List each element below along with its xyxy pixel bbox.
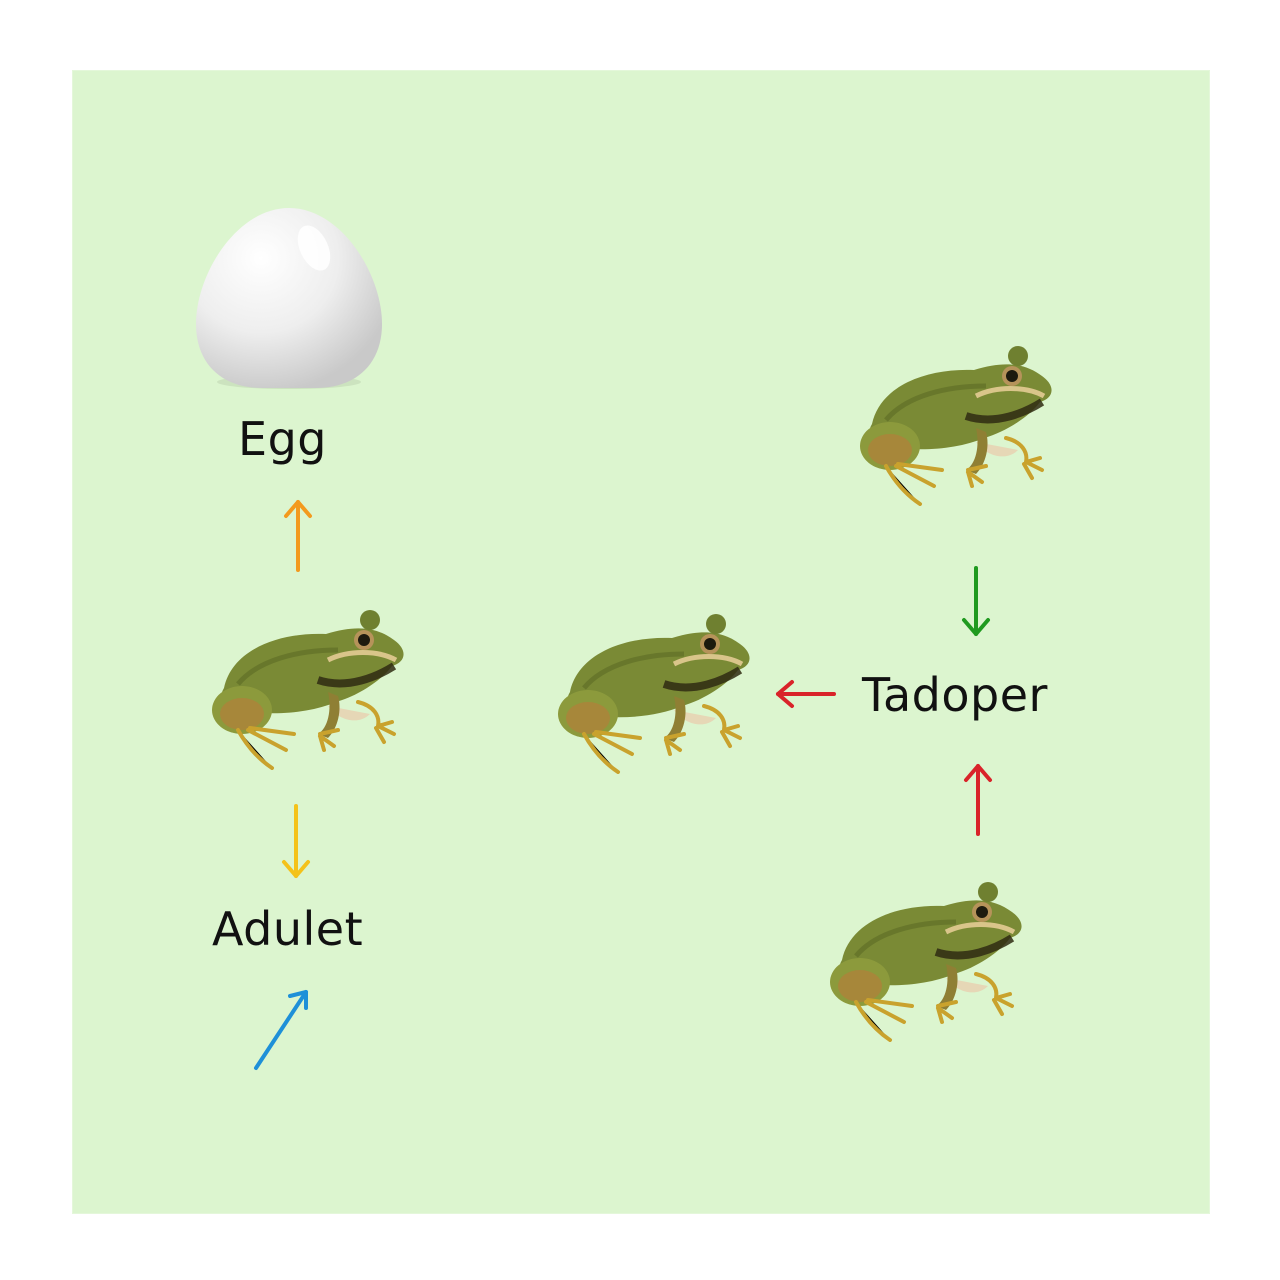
egg-icon xyxy=(196,208,382,389)
frog-icon xyxy=(860,346,1052,506)
egg-label: Egg xyxy=(238,412,327,466)
adult-label: Adulet xyxy=(212,902,364,956)
frog-icon xyxy=(558,614,750,774)
tadpole-label: Tadoper xyxy=(862,668,1048,722)
frog-icon xyxy=(830,882,1022,1042)
frog-icon xyxy=(212,610,404,770)
